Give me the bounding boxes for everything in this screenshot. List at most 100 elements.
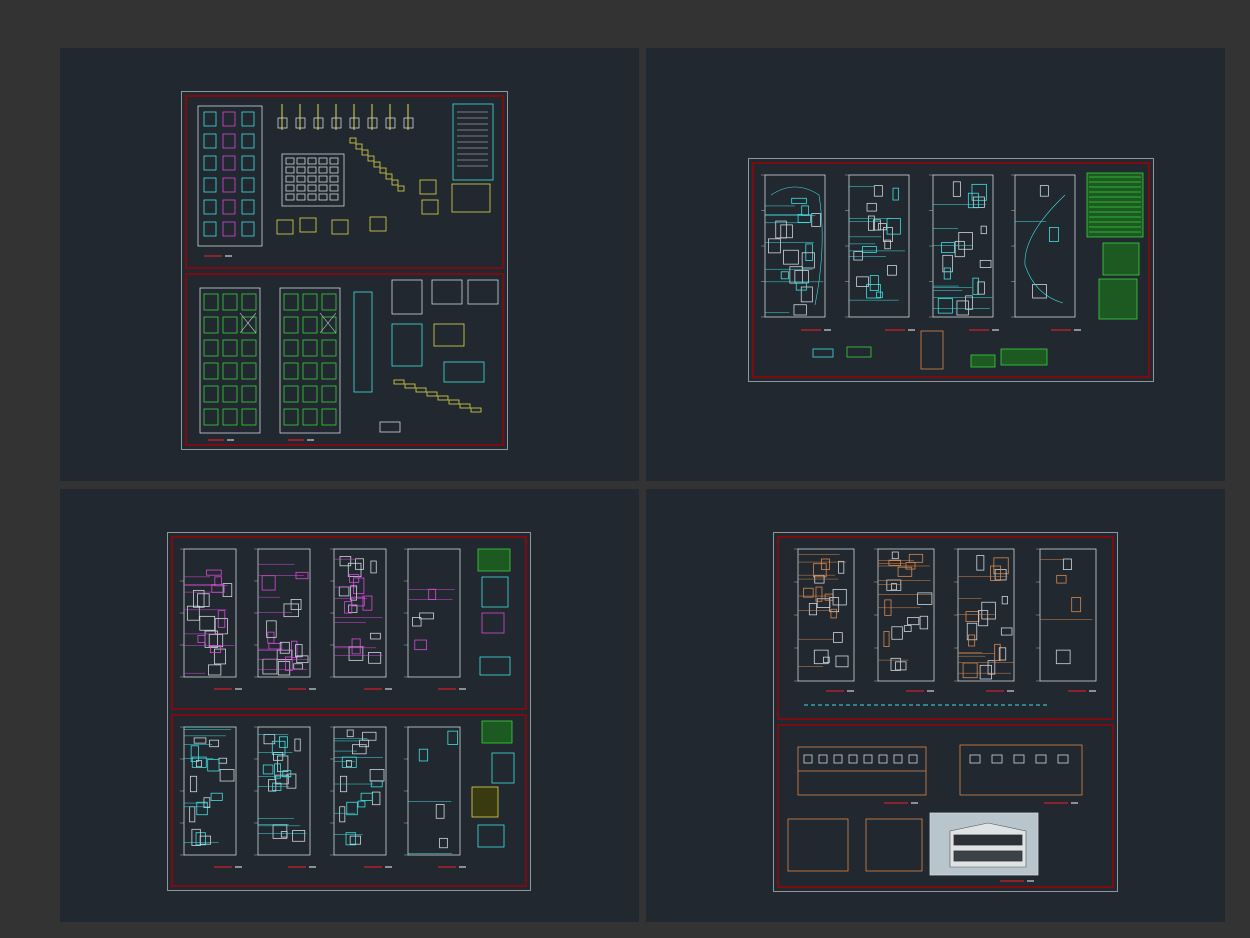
- room-wall: [214, 648, 227, 665]
- structural-sheet[interactable]: [181, 91, 508, 450]
- room-wall: [962, 662, 978, 679]
- room-wall: [338, 586, 350, 597]
- side-section: [959, 744, 1083, 796]
- slab-panel: [321, 293, 337, 311]
- room-wall: [823, 656, 830, 664]
- window: [848, 754, 858, 764]
- room-wall: [835, 655, 849, 668]
- room-wall: [768, 238, 781, 254]
- slab-panel: [302, 408, 318, 426]
- room-wall: [958, 232, 973, 250]
- plumbing-sheet[interactable]: [167, 532, 531, 891]
- schedule-cell: [318, 193, 328, 201]
- room-wall: [873, 219, 881, 231]
- room-wall: [976, 555, 985, 571]
- room-wall: [862, 246, 877, 253]
- schedule-cell: [296, 157, 306, 165]
- column-section: [385, 117, 396, 129]
- room-wall: [274, 763, 281, 779]
- room-wall: [808, 603, 817, 616]
- room-wall: [341, 756, 357, 768]
- room-wall: [890, 583, 897, 591]
- room-wall: [199, 615, 216, 631]
- room-wall: [833, 632, 843, 643]
- room-wall: [886, 579, 902, 591]
- room-wall: [972, 277, 979, 295]
- room-wall: [890, 657, 901, 671]
- rear-elevation: [787, 818, 849, 872]
- room-wall: [419, 612, 434, 620]
- water-legend: [477, 548, 511, 572]
- room-wall: [791, 197, 807, 204]
- unifilar-diagram: [920, 330, 944, 370]
- room-wall: [866, 284, 881, 299]
- architectural-floor-plan: [957, 548, 1015, 682]
- architecture-plans-panel[interactable]: [646, 489, 1225, 922]
- slab-panel: [203, 316, 219, 334]
- footing: [241, 111, 255, 127]
- room-wall: [412, 617, 422, 627]
- water-detail: [481, 612, 505, 634]
- drawing-frame: [777, 724, 1114, 888]
- architectural-floor-plan: [1039, 548, 1097, 682]
- manhole-detail: [477, 824, 505, 848]
- schedule-cell: [307, 193, 317, 201]
- slab-panel: [222, 316, 238, 334]
- schedule-cell: [285, 166, 295, 174]
- room-wall: [815, 586, 823, 602]
- slab-panel: [283, 385, 299, 403]
- stair-flight: [426, 391, 438, 397]
- room-wall: [887, 265, 897, 276]
- architecture-sheet[interactable]: [773, 532, 1118, 892]
- room-wall: [856, 276, 869, 287]
- room-wall: [793, 304, 807, 316]
- slab-panel: [222, 408, 238, 426]
- footing: [241, 199, 255, 215]
- schedule-cell: [307, 175, 317, 183]
- structural-plans-panel[interactable]: [60, 48, 639, 481]
- room-wall: [214, 618, 228, 635]
- room-wall: [362, 595, 373, 611]
- room-wall: [209, 739, 220, 748]
- footing: [203, 177, 217, 193]
- column-section: [313, 117, 324, 129]
- room-wall: [189, 775, 198, 793]
- window: [969, 754, 981, 764]
- electrical-sheet[interactable]: [748, 158, 1154, 382]
- room-wall: [273, 752, 284, 761]
- slab-panel: [302, 316, 318, 334]
- room-wall: [775, 220, 787, 239]
- stair-step: [385, 173, 393, 180]
- schedule-cell: [329, 193, 339, 201]
- room-wall: [349, 574, 360, 583]
- footing: [222, 177, 236, 193]
- footing: [203, 133, 217, 149]
- stair-flight: [448, 399, 460, 405]
- window: [893, 754, 903, 764]
- lighting-circuit: [1024, 194, 1066, 304]
- room-wall: [972, 196, 985, 208]
- drawing-frame: [185, 273, 504, 446]
- room-wall: [369, 769, 385, 782]
- room-wall: [428, 588, 437, 600]
- room-wall: [190, 745, 199, 763]
- room-wall: [954, 240, 965, 258]
- drawing-frame: [171, 536, 527, 710]
- footing: [241, 133, 255, 149]
- stair-step: [361, 149, 369, 156]
- slab-panel: [241, 408, 257, 426]
- room-wall: [209, 645, 221, 653]
- room-wall: [262, 658, 278, 675]
- electrical-floor-plan: [932, 174, 994, 318]
- room-wall: [292, 830, 306, 842]
- room-wall: [370, 560, 377, 574]
- plumbing-plans-panel[interactable]: [60, 489, 639, 922]
- room-wall: [876, 291, 883, 298]
- room-wall: [956, 300, 969, 316]
- electrical-plans-panel[interactable]: [646, 48, 1225, 481]
- room-wall: [195, 832, 206, 846]
- room-wall: [867, 215, 875, 231]
- room-wall: [219, 769, 235, 782]
- stair-step: [373, 161, 381, 168]
- room-wall: [891, 551, 899, 560]
